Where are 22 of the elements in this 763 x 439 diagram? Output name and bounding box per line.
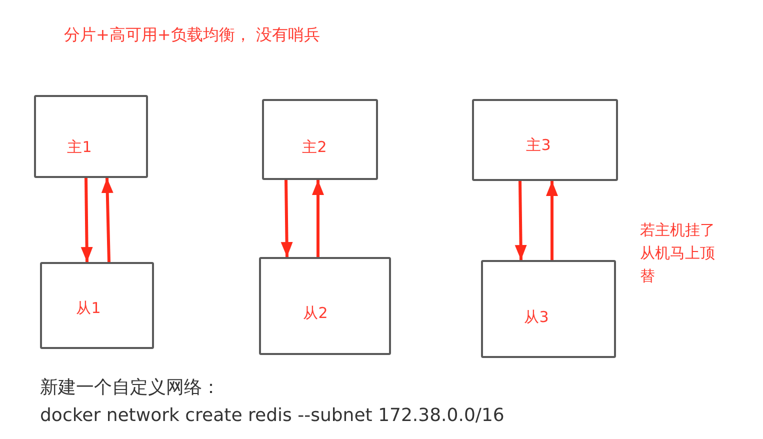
node-label: 从2 xyxy=(303,302,328,322)
process-box xyxy=(259,257,391,355)
process-box xyxy=(262,99,378,180)
node-label: 主3 xyxy=(526,134,551,154)
node-label: 从1 xyxy=(76,298,101,318)
arrow xyxy=(514,180,527,260)
process-box xyxy=(40,262,154,349)
process-box xyxy=(481,260,616,358)
arrow xyxy=(101,178,114,262)
arrow xyxy=(280,180,293,258)
node-label: 从3 xyxy=(524,306,549,326)
node-label: 主1 xyxy=(67,136,92,156)
process-box xyxy=(472,99,618,181)
process-box xyxy=(34,95,148,178)
arrow xyxy=(546,181,558,260)
diagram-title: 分片+高可用+负载均衡， 没有哨兵 xyxy=(64,24,320,46)
note-text: 若主机挂了从机马上顶替 xyxy=(640,220,716,287)
node-label: 主2 xyxy=(302,136,327,156)
command-text: docker network create redis --subnet 172.38.0.0/16 xyxy=(40,404,504,428)
arrow xyxy=(80,178,93,262)
arrow xyxy=(312,180,324,257)
note-text: 新建一个自定义网络： xyxy=(40,376,220,400)
